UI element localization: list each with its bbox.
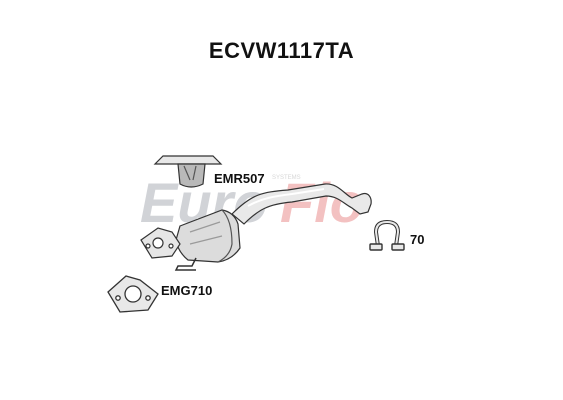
clamp-label: 70: [410, 232, 425, 247]
mount-rubber-label: EMR507: [214, 171, 265, 186]
watermark-tagline: SYSTEMS: [272, 175, 301, 181]
gasket-label: EMG710: [161, 283, 213, 298]
clamp-part: [369, 219, 405, 251]
catalytic-converter-assembly: [140, 183, 372, 271]
part-number-title: ECVW1117TA: [208, 38, 355, 63]
gasket-part: [107, 275, 159, 313]
mount-rubber-part: [153, 155, 223, 188]
